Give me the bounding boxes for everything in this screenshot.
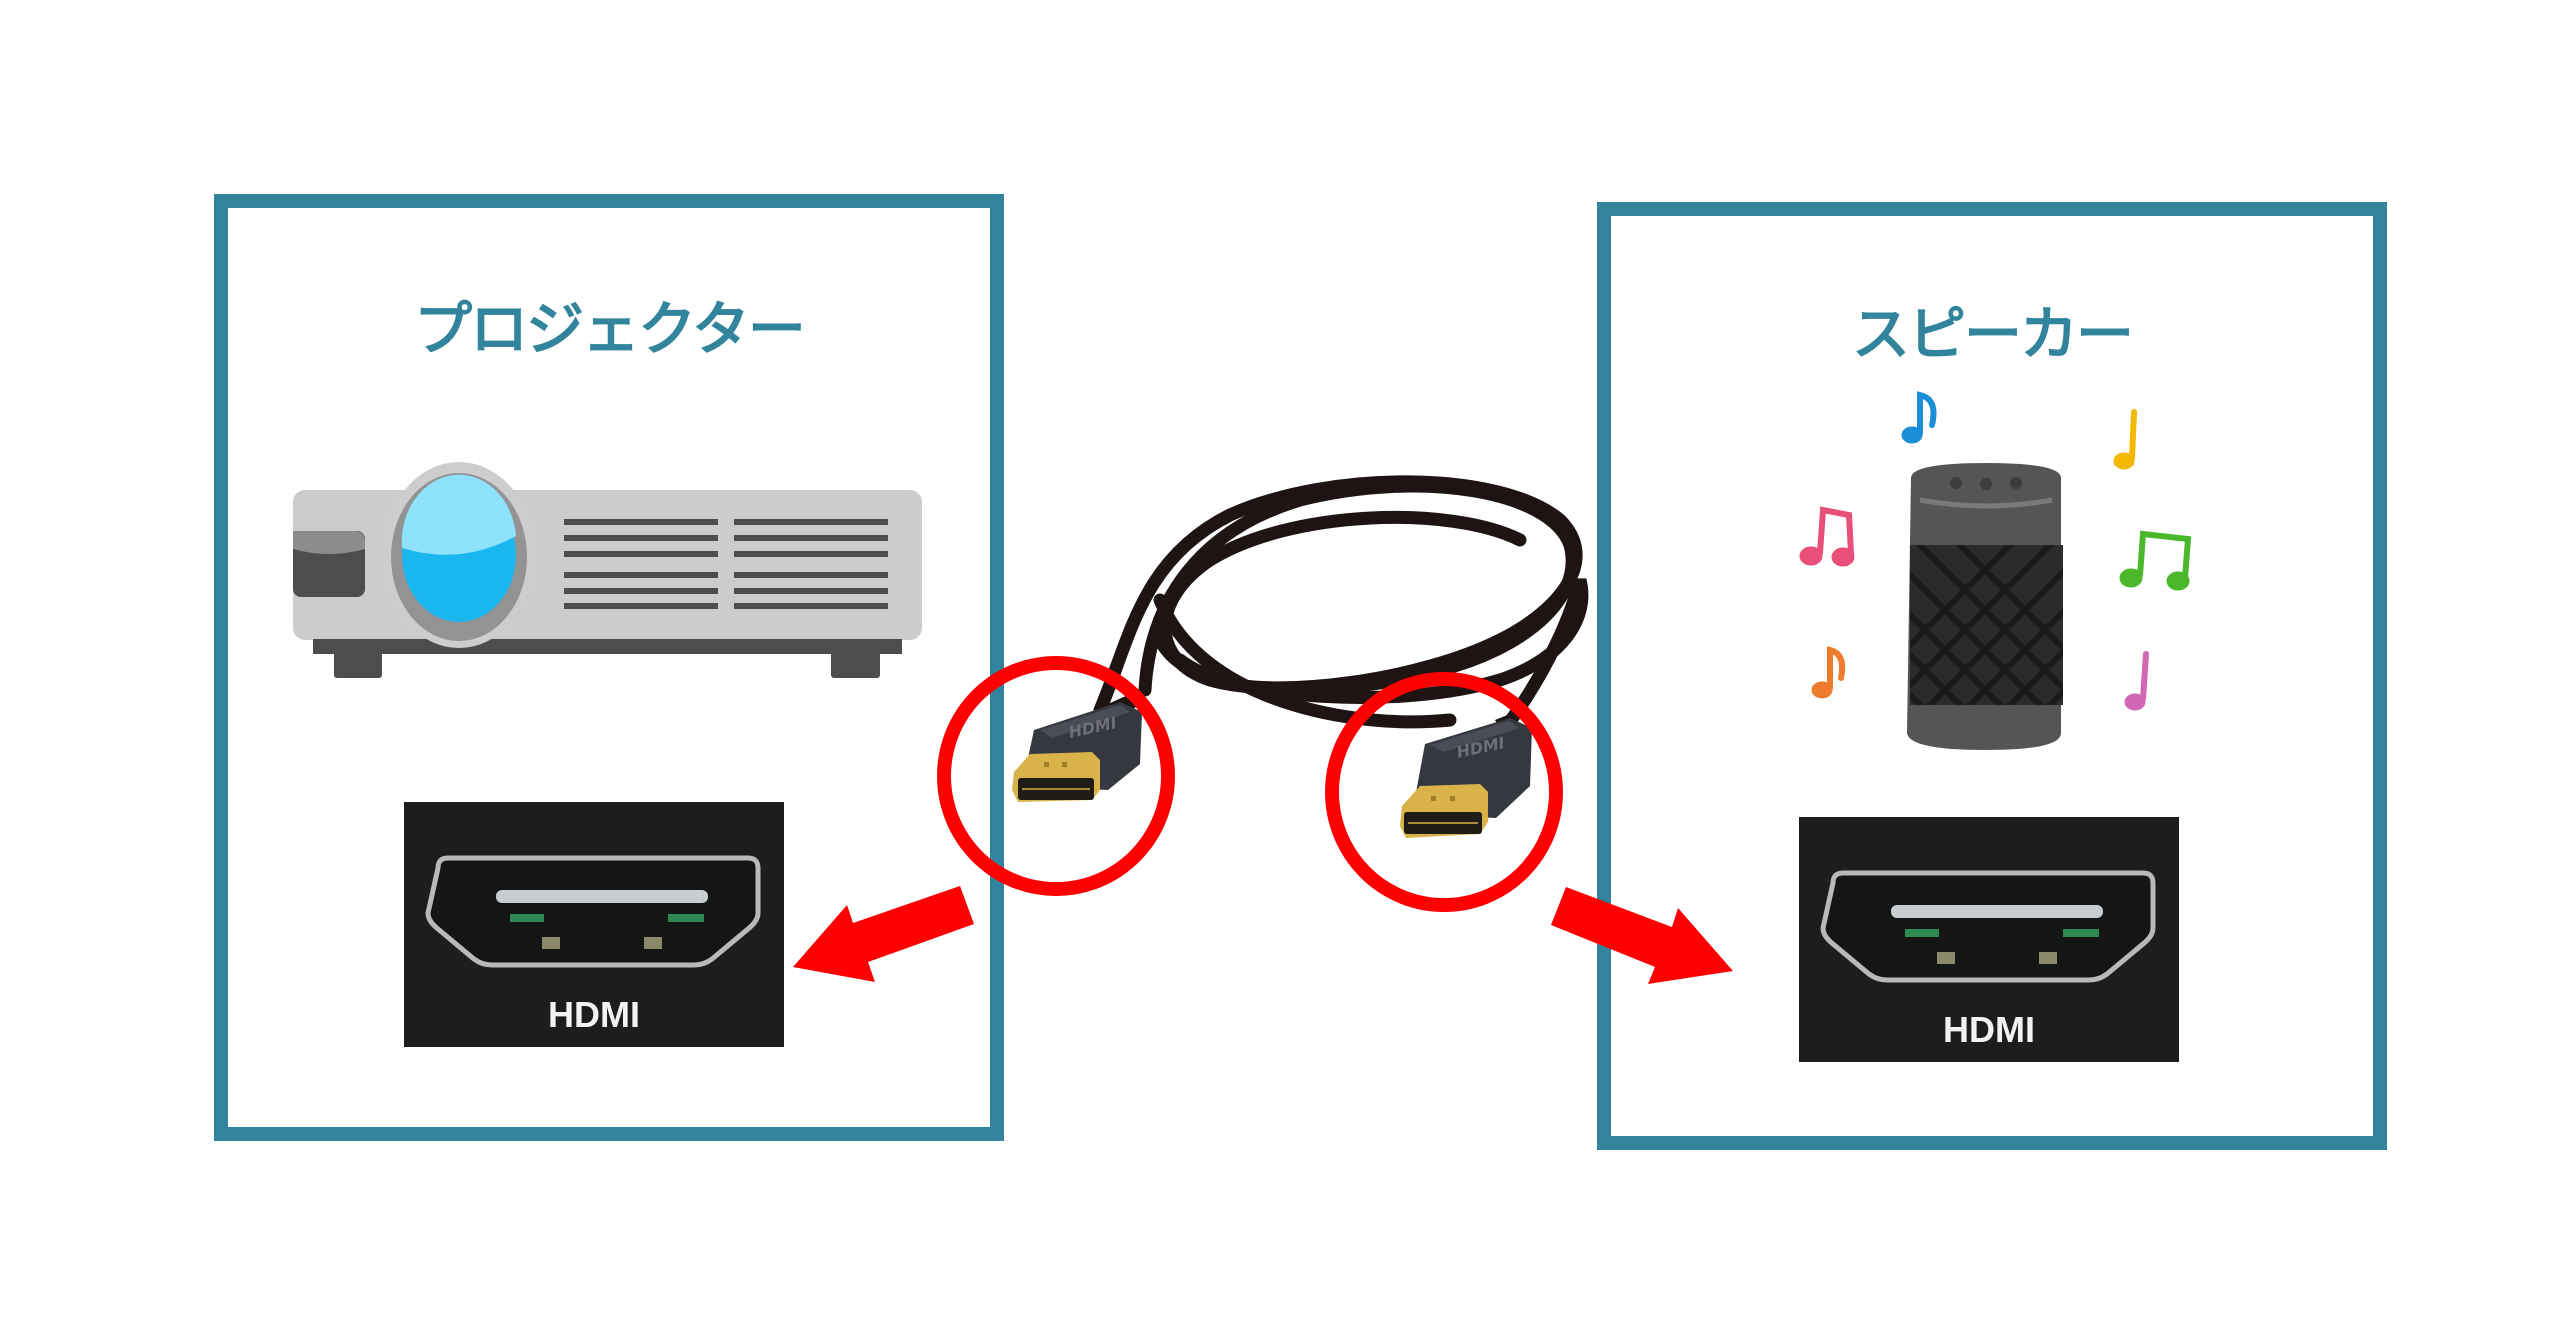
music-note-icon: [1799, 506, 1855, 567]
music-note-icon: [1901, 391, 1937, 444]
projector-vents: [564, 519, 888, 609]
music-note-icon: [1811, 646, 1846, 699]
music-note-icon: [2119, 530, 2192, 591]
projector-body: [293, 462, 922, 678]
music-note-icon: [2113, 409, 2137, 470]
projector-title: プロジェクター: [414, 295, 806, 363]
hdmi-port-icon: [425, 855, 761, 968]
speaker-hdmi-port: HDMI: [1799, 817, 2179, 1062]
speaker-body: [1907, 463, 2063, 750]
hdmi-connector-right: HDMI: [1400, 714, 1532, 838]
speaker-title: スピーカー: [1851, 300, 2134, 368]
arrow-to-projector-port: [793, 886, 974, 982]
hdmi-port-icon: [1820, 870, 2156, 983]
cable-coil: [1093, 475, 1589, 767]
highlight-circle-left: [937, 656, 1175, 896]
highlight-circle-right: [1325, 672, 1563, 912]
arrow-to-speaker-port: [1551, 887, 1733, 984]
projector-lens: [383, 462, 535, 648]
hdmi-label: HDMI: [548, 994, 640, 1035]
music-note-icon: [2124, 651, 2149, 711]
hdmi-connector-left: HDMI: [1012, 694, 1142, 802]
projector-hdmi-port: HDMI: [404, 802, 784, 1047]
projector-foot-left: [334, 650, 382, 678]
music-notes: [1799, 391, 2192, 711]
hdmi-label: HDMI: [1943, 1009, 2035, 1050]
projector-foot-right: [831, 650, 880, 678]
